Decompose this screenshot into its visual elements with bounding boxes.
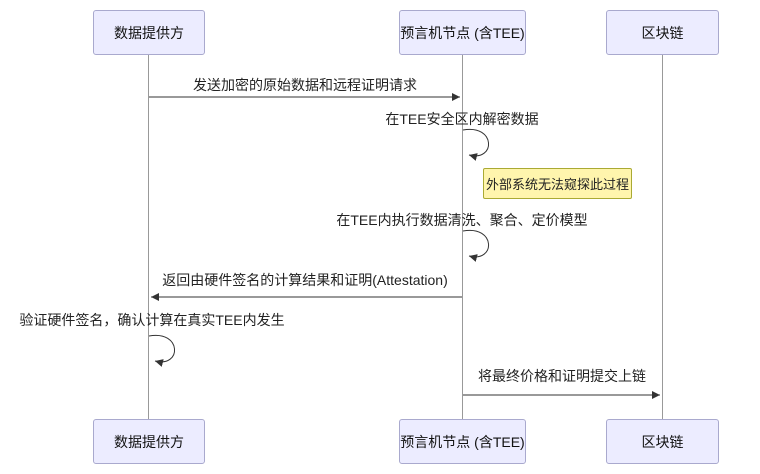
actor-bottom-blockchain: 区块链 [606,419,719,464]
message-compute-in-tee: 在TEE内执行数据清洗、聚合、定价模型 [336,212,588,228]
actor-bottom-data-provider: 数据提供方 [93,419,205,464]
actor-label: 预言机节点 (含TEE) [400,433,525,450]
actor-label: 数据提供方 [114,24,184,41]
actor-label: 区块链 [641,24,684,41]
message-submit-on-chain: 将最终价格和证明提交上链 [478,368,646,384]
actor-label: 预言机节点 (含TEE) [400,24,525,41]
note-box: 外部系统无法窥探此过程 [483,168,632,199]
message-send-encrypted-data: 发送加密的原始数据和远程证明请求 [193,77,417,93]
note-label: 外部系统无法窥探此过程 [485,177,629,192]
message-verify-signature: 验证硬件签名，确认计算在真实TEE内发生 [19,312,285,328]
actor-label: 数据提供方 [114,433,184,450]
self-arrow-verify-signature [148,334,175,367]
actor-top-data-provider: 数据提供方 [93,10,205,55]
message-return-signed-result: 返回由硬件签名的计算结果和证明(Attestation) [162,272,448,288]
actor-label: 区块链 [641,433,684,450]
self-arrow-compute-in-tee [462,229,489,262]
self-arrow-decrypt-in-tee [462,128,489,161]
actor-bottom-oracle-node: 预言机节点 (含TEE) [399,419,526,464]
message-decrypt-in-tee: 在TEE安全区内解密数据 [385,111,539,127]
actor-top-blockchain: 区块链 [606,10,719,55]
actor-top-oracle-node: 预言机节点 (含TEE) [399,10,526,55]
